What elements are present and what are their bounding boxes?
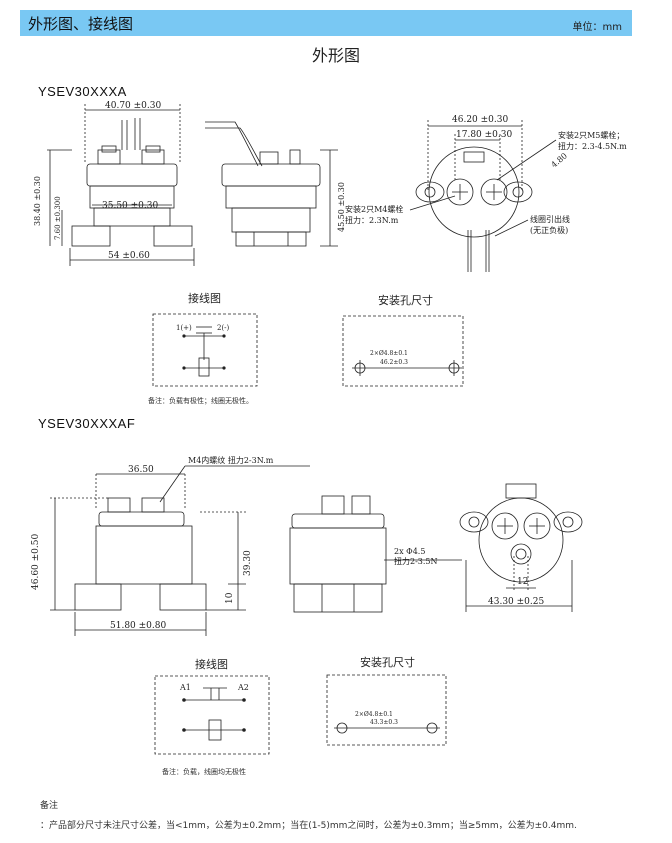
side-view-1 — [205, 121, 338, 247]
label-m4-line2: 扭力：2.3N.m — [345, 215, 399, 225]
dim-hole: 4.80 — [550, 151, 569, 169]
wiring-title-2: 接线图 — [195, 658, 228, 671]
front-view-1 — [47, 104, 195, 266]
dim-body-height-2: 39.30 — [243, 550, 253, 576]
dim-height-2: 46.60 ±0.50 — [31, 534, 41, 590]
note-2: 备注：负载，线圈均无极性 — [162, 768, 246, 776]
main-title: 外形图 — [311, 46, 360, 65]
label-wire-line1: 线圈引出线 — [530, 214, 570, 224]
mount-span-1: 46.2±0.3 — [380, 359, 408, 366]
label-wire-line2: (无正负极) — [530, 225, 568, 235]
label-m4-line1: 安装2只M4螺栓 — [345, 204, 403, 214]
dim-diameter: 35.50 ±0.30 — [102, 201, 158, 211]
dim-height: 38.40 ±0.30 — [33, 176, 42, 226]
label-hole-line2: 扭力2-3.5N — [394, 556, 438, 566]
header-title: 外形图、接线图 — [28, 15, 134, 33]
wiring-neg: 2(-) — [217, 324, 230, 332]
dim-12: 12 — [517, 577, 528, 587]
unit-label: 单位：mm — [572, 22, 622, 33]
wiring-diagram-1 — [152, 313, 258, 387]
dim-width-right-2: 43.30 ±0.25 — [488, 597, 544, 607]
mounting-diagram-1 — [342, 315, 464, 387]
mount-hole-1: 2×Ø4.8±0.1 — [370, 350, 408, 357]
header-bar: 外形图、接线图 单位：mm — [20, 10, 632, 36]
note-1: 备注：负载有极性；线圈无极性。 — [148, 397, 253, 405]
dim-base: 54 ±0.60 — [108, 251, 150, 261]
dim-left-inner: 7.60 ±0.300 — [54, 196, 62, 240]
wiring-title-1: 接线图 — [188, 292, 221, 305]
footer-label: 备注 — [40, 801, 59, 811]
wiring-pos: 1(+) — [176, 324, 192, 332]
wiring-diagram-2 — [154, 675, 270, 755]
dim-top-right-inner: 17.80 ±0.30 — [456, 130, 512, 140]
footer-tolerance-text: ：产品部分尺寸未注尺寸公差，当<1mm，公差为±0.2mm；当在(1-5)mm之… — [40, 821, 577, 831]
mount-hole-2: 2×Ø4.8±0.1 — [355, 711, 393, 718]
mounting-diagram-2 — [326, 674, 447, 746]
dim-side-height: 45.50 ±0.30 — [337, 182, 346, 232]
label-m5-line2: 扭力：2.3-4.5N.m — [558, 141, 627, 151]
top-view-2 — [459, 483, 583, 612]
model-ysev30xxxaf: YSEV30XXXAF — [38, 416, 136, 431]
mounting-title-1: 安装孔尺寸 — [378, 294, 433, 307]
dim-top-width: 40.70 ±0.30 — [105, 101, 161, 111]
label-m5-line1: 安装2只M5螺栓； — [558, 130, 624, 140]
dim-diameter-2: 36.50 — [128, 465, 154, 475]
top-view-1 — [409, 120, 557, 272]
label-hole-line1: 2x Φ4.5 — [394, 547, 425, 556]
dim-top-right-outer: 46.20 ±0.30 — [452, 115, 508, 125]
front-view-2 — [50, 465, 310, 636]
side-view-2 — [289, 495, 462, 613]
wiring-a2: A2 — [237, 683, 249, 692]
dim-base-2: 51.80 ±0.80 — [110, 621, 166, 631]
label-m4-2: M4内螺纹 扭力2-3N.m — [188, 455, 274, 465]
dim-foot-2: 10 — [225, 592, 235, 604]
wiring-a1: A1 — [179, 683, 191, 692]
model-ysev30xxxa: YSEV30XXXA — [38, 84, 127, 99]
mount-span-2: 43.3±0.3 — [370, 719, 398, 726]
mounting-title-2: 安装孔尺寸 — [360, 656, 415, 669]
